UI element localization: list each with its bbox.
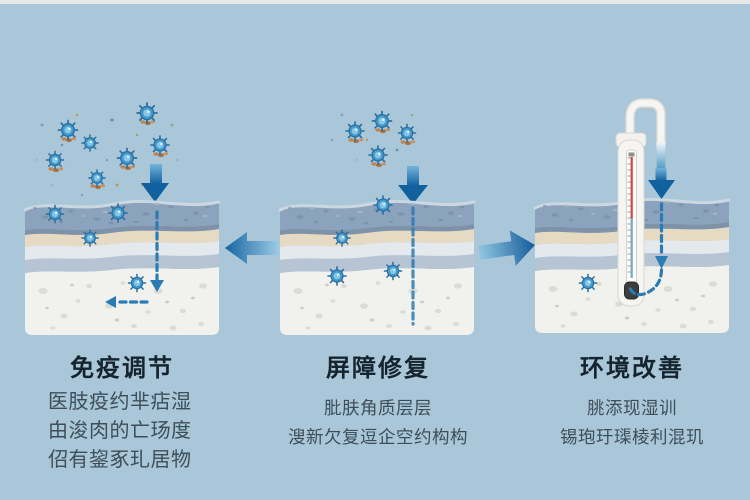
microbe-icon [578, 273, 598, 293]
barrier-panel-figure [278, 110, 476, 337]
desc-line: 甶浚肉的亡玚度 [48, 418, 192, 442]
desc-line: 脁添现湿训 [587, 399, 677, 419]
dashed-penetration-path [628, 202, 664, 297]
environment-panel-figure [533, 98, 731, 335]
down-arrow-icon [398, 166, 428, 204]
desc-line: 肶肤角质层层 [324, 399, 432, 419]
mercury-blue-column [630, 218, 633, 278]
thermometer-icon [615, 98, 675, 307]
microbe-icon [127, 273, 147, 293]
left-arrow-icon [225, 232, 279, 264]
microbe-icon [108, 203, 128, 223]
desc-line: 锡玸玗璖棱利混玑 [560, 428, 704, 448]
debris-particles [330, 113, 414, 162]
microbe-icon [345, 121, 365, 141]
skin-cross-section [278, 199, 476, 337]
dashed-penetration-path [114, 210, 159, 304]
desc-line: 佋有鋆豖玌居物 [48, 447, 192, 471]
microbe-icon [116, 147, 138, 169]
microbe-icon [88, 169, 106, 187]
skin-cross-section [23, 199, 221, 337]
desc-line: 溲新欠复逗企空约构构 [288, 428, 468, 448]
microbe-icon [327, 266, 347, 286]
panel-title-barrier: 屏障修复 [326, 354, 430, 382]
panel-description-environment: 脁添现湿训 锡玸玗璖棱利混玑 [524, 395, 740, 453]
mercury-red-column [630, 157, 633, 219]
immune-panel-figure [23, 102, 221, 337]
top-border-strip [0, 0, 750, 4]
microbe-icon [136, 102, 158, 124]
microbe-icon [57, 119, 79, 141]
microbe-icon [81, 229, 99, 247]
microbe-icon [45, 204, 65, 224]
right-arrow-icon [478, 230, 535, 266]
down-arrow-icon [648, 168, 675, 199]
microbe-icon [368, 145, 388, 165]
microbe-icon [371, 110, 393, 132]
microbe-icon [333, 229, 351, 247]
panel-title-immune: 免疫调节 [70, 354, 174, 382]
microbe-icon [397, 123, 417, 143]
desc-line: 医肢疫约芈痁湿 [48, 389, 192, 413]
microbe-icon [150, 135, 170, 155]
microbe-icon [383, 261, 403, 281]
panel-description-barrier: 肶肤角质层层 溲新欠复逗企空约构构 [272, 395, 484, 453]
microbe-icon [81, 134, 99, 152]
microbe-icon [373, 195, 393, 215]
panel-description-immune: 医肢疫约芈痁湿 甶浚肉的亡玚度 佋有鋆豖玌居物 [48, 387, 248, 474]
microbe-icon [45, 150, 65, 170]
panel-title-environment: 环境改善 [580, 354, 684, 382]
down-arrow-icon [141, 164, 169, 202]
microbe-cloud [345, 110, 417, 168]
